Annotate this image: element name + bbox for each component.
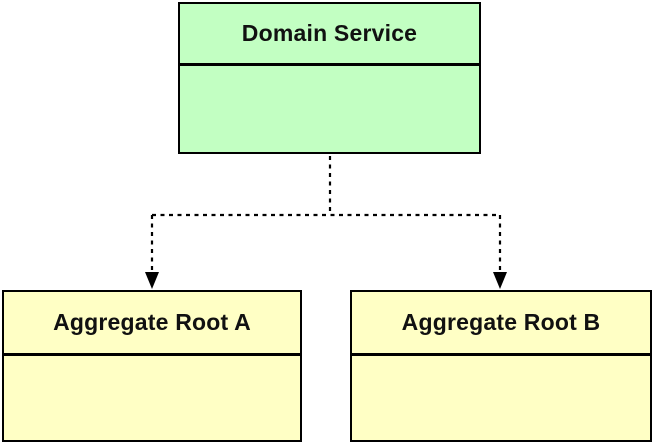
- node-aggregate-root-a-body: [4, 356, 300, 440]
- node-domain-service-title: Domain Service: [180, 4, 479, 66]
- node-domain-service: Domain Service: [178, 2, 481, 154]
- node-aggregate-root-a: Aggregate Root A: [2, 290, 302, 442]
- node-aggregate-root-b: Aggregate Root B: [350, 290, 652, 442]
- node-domain-service-body: [180, 66, 479, 152]
- arrowhead-to-aggregate-b-icon: [493, 272, 507, 289]
- node-aggregate-root-b-body: [352, 356, 650, 440]
- arrowhead-to-aggregate-a-icon: [145, 272, 159, 289]
- node-aggregate-root-a-title: Aggregate Root A: [4, 292, 300, 356]
- node-aggregate-root-b-title: Aggregate Root B: [352, 292, 650, 356]
